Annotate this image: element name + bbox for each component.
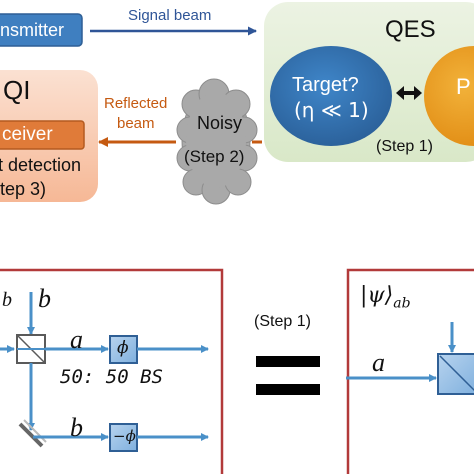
receiver-box [0, 120, 85, 150]
equals-bottom-bar [256, 384, 320, 395]
bs-label: 50: 50 BS [60, 366, 163, 388]
left-b-label: b [70, 413, 83, 442]
receiver-label: ceiver [2, 124, 53, 145]
phase-box-neg-phi [109, 423, 138, 452]
noisy-cloud [176, 78, 258, 205]
noisy-label: Noisy [197, 113, 243, 133]
noisy-step-label: (Step 2) [184, 147, 245, 166]
mirror [18, 422, 44, 448]
transmitter-box [0, 13, 83, 47]
detection-label: t detection [0, 155, 82, 175]
right-state-subscript: ab [393, 295, 411, 312]
reflected-label-line2: beam [117, 115, 155, 132]
left-b2-label: b [38, 284, 51, 313]
right-bs-diagonal [439, 355, 474, 392]
qes-title: QES [385, 16, 436, 43]
left-a-label: a [70, 325, 83, 354]
reflected-label-line1: Reflected [104, 95, 168, 112]
equals-top-bar [256, 356, 320, 367]
target-ellipse [270, 46, 392, 146]
neg-phi-label: −ϕ [113, 427, 136, 445]
partner-label: P [456, 74, 471, 99]
right-a-label: a [372, 348, 385, 377]
partner-ellipse [424, 46, 474, 146]
transmitter-label: nsmitter [0, 20, 65, 40]
signal-beam-label: Signal beam [128, 7, 212, 24]
qi-title: QI [3, 75, 31, 105]
qi-step-label: tep 3) [0, 179, 47, 199]
right-state-ket: |ψ⟩ [360, 283, 394, 308]
phi-label: ϕ [117, 338, 129, 358]
right-state-label: |ψ⟩ab [360, 283, 411, 312]
bottom-step-label: (Step 1) [254, 313, 311, 330]
target-label-line1: Target? [292, 74, 359, 96]
qes-step-label: (Step 1) [376, 138, 433, 155]
left-b1-label: b [2, 289, 12, 311]
target-label-line2: (η ≪ 1) [294, 98, 369, 122]
double-arrow-right-head [414, 86, 422, 100]
double-arrow-left-head [396, 86, 404, 100]
